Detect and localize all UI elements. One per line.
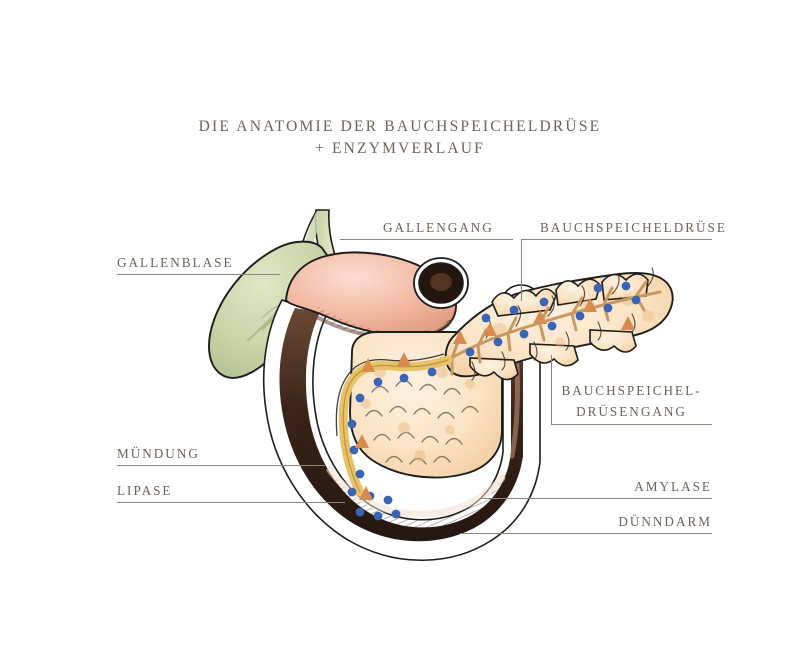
leader-bauchspeicheldruese xyxy=(521,239,712,240)
label-bauchspeicheldruesengang-line2: DRÜSENGANG xyxy=(576,404,687,419)
leader-muendung xyxy=(117,465,325,466)
label-bauchspeicheldruese: BAUCHSPEICHELDRÜSE xyxy=(540,220,727,235)
label-bauchspeicheldruesengang-line1: BAUCHSPEICHEL- xyxy=(561,383,702,398)
label-gallenblase: GALLENBLASE xyxy=(117,255,234,270)
leader-amylase xyxy=(480,498,712,499)
leader-gallengang xyxy=(340,239,513,240)
page-title-line2: + ENZYMVERLAUF xyxy=(315,140,485,157)
amylase-markers xyxy=(347,281,641,521)
leader-lipase xyxy=(117,502,345,503)
pyloric-opening xyxy=(413,257,469,309)
lipase-markers xyxy=(355,298,635,500)
leader-duenndarm xyxy=(460,533,712,534)
duodenum-group xyxy=(262,251,541,561)
label-muendung: MÜNDUNG xyxy=(117,446,200,461)
duodenum-interior xyxy=(279,306,523,542)
pancreas-head-lobules xyxy=(365,379,479,465)
label-duenndarm: DÜNNDARM xyxy=(618,514,712,529)
duodenum-hatching xyxy=(286,390,522,540)
label-amylase: AMYLASE xyxy=(634,479,712,494)
leader-gallenblase xyxy=(117,274,280,275)
label-gallengang: GALLENGANG xyxy=(383,220,494,235)
pancreatic-duct xyxy=(335,353,453,497)
leader-bauchspeicheldruese-drop xyxy=(521,239,522,301)
page-title-line1: DIE ANATOMIE DER BAUCHSPEICHELDRÜSE xyxy=(198,118,602,135)
leader-bauchspeicheldruesengang-rise xyxy=(551,355,552,424)
label-lipase: LIPASE xyxy=(117,483,173,498)
pancreas-tail-group xyxy=(444,272,674,381)
leader-bauchspeicheldruesengang xyxy=(551,424,712,425)
